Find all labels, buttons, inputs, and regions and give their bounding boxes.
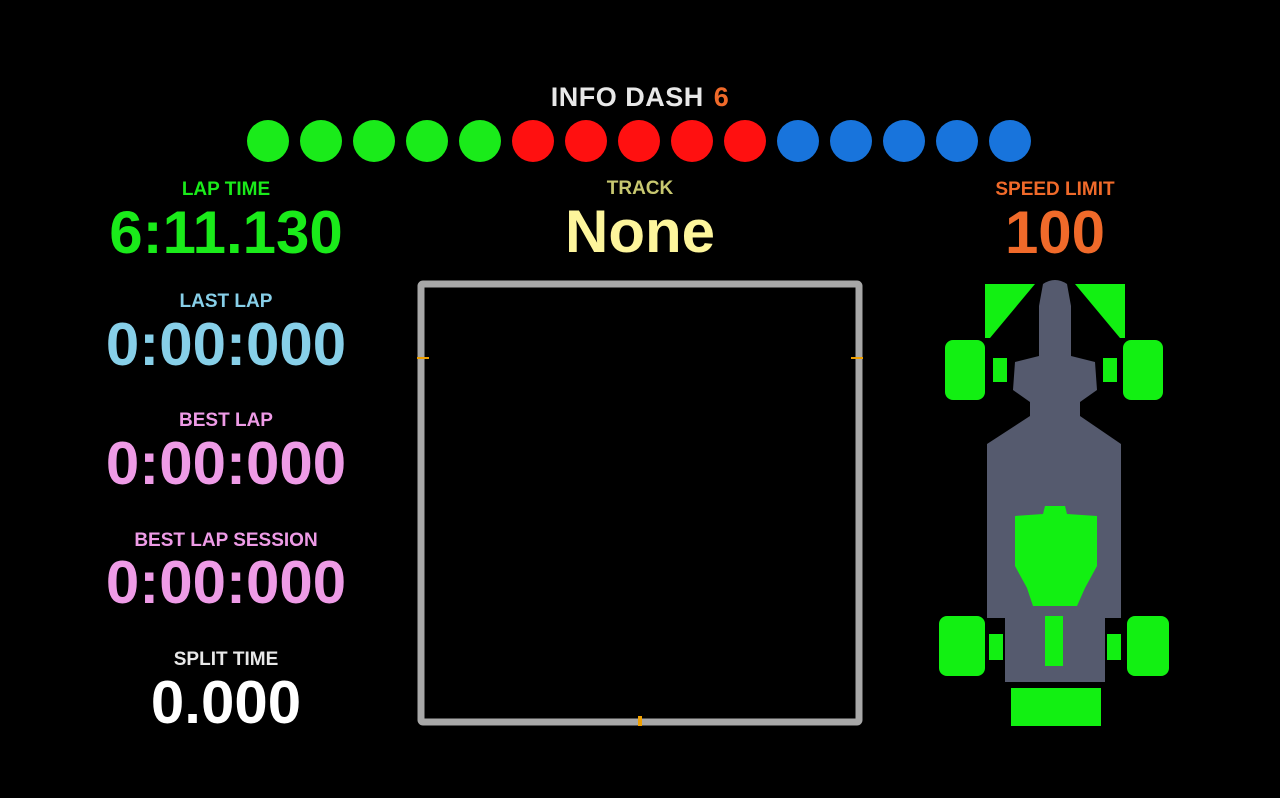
rear-right-brake bbox=[1107, 634, 1121, 660]
front-wing-right bbox=[1075, 284, 1125, 338]
car-diagram bbox=[939, 280, 1169, 726]
lap-time-label: LAP TIME bbox=[181, 179, 271, 200]
front-right-tire bbox=[1123, 340, 1163, 400]
rev-light-red bbox=[724, 120, 766, 162]
best-lap-session-value: 0:00:000 bbox=[105, 549, 347, 616]
best-lap-value: 0:00:000 bbox=[105, 430, 347, 497]
dash-title: INFO DASH bbox=[550, 82, 704, 112]
track-map-border bbox=[417, 280, 863, 726]
rev-light-red bbox=[618, 120, 660, 162]
rev-light-blue bbox=[936, 120, 978, 162]
rear-right-tire bbox=[1127, 616, 1169, 676]
rear-left-tire bbox=[939, 616, 985, 676]
last-lap-label: LAST LAP bbox=[179, 291, 273, 312]
rev-light-red bbox=[671, 120, 713, 162]
rev-light-blue bbox=[989, 120, 1031, 162]
rev-light-blue bbox=[777, 120, 819, 162]
front-left-brake bbox=[993, 358, 1007, 382]
best-lap-session-label: BEST LAP SESSION bbox=[134, 530, 318, 551]
rev-light-green bbox=[247, 120, 289, 162]
last-lap-value: 0:00:000 bbox=[105, 311, 347, 378]
speed-limit-label: SPEED LIMIT bbox=[995, 179, 1115, 200]
split-time-value: 0.000 bbox=[150, 669, 302, 736]
front-right-brake bbox=[1103, 358, 1117, 382]
dash-number: 6 bbox=[713, 82, 730, 112]
front-wing-left bbox=[985, 284, 1035, 338]
best-lap-label: BEST LAP bbox=[179, 410, 273, 431]
rear-left-brake bbox=[989, 634, 1003, 660]
rev-light-green bbox=[300, 120, 342, 162]
track-map bbox=[417, 280, 863, 726]
lap-time-value: 6:11.130 bbox=[109, 199, 343, 266]
split-time-label: SPLIT TIME bbox=[173, 649, 279, 670]
front-left-tire bbox=[945, 340, 985, 400]
rear-wing bbox=[1011, 688, 1101, 726]
rev-light-red bbox=[565, 120, 607, 162]
rev-light-blue bbox=[830, 120, 872, 162]
rev-light-red bbox=[512, 120, 554, 162]
rev-light-blue bbox=[883, 120, 925, 162]
track-label: TRACK bbox=[606, 178, 674, 199]
track-value: None bbox=[565, 198, 715, 265]
rev-light-green bbox=[353, 120, 395, 162]
rev-lights bbox=[247, 120, 1031, 162]
speed-limit-value: 100 bbox=[1004, 199, 1106, 266]
dash-header: INFO DASH 6 bbox=[0, 82, 1280, 113]
rev-light-green bbox=[459, 120, 501, 162]
car-gearbox bbox=[1045, 616, 1063, 666]
rev-light-green bbox=[406, 120, 448, 162]
car-engine bbox=[1015, 506, 1097, 606]
